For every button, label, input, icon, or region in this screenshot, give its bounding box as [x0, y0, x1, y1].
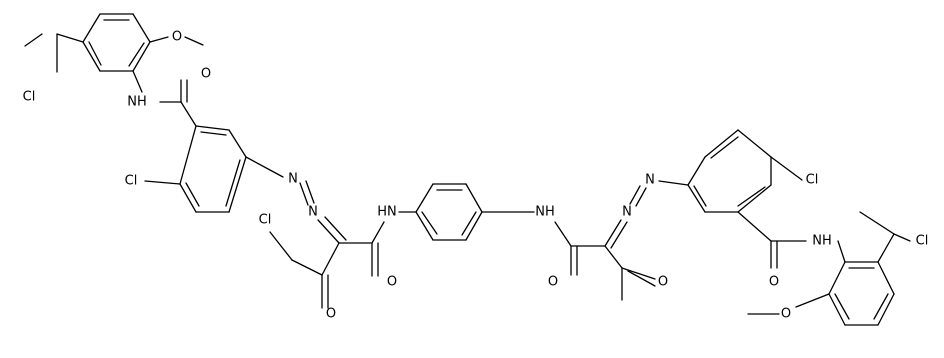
- methoxy-top: [149, 36, 204, 46]
- central-phenylene-ring: [398, 183, 535, 241]
- chloroethyl-right: [859, 211, 911, 263]
- atom-o-keto-left: O: [326, 307, 336, 322]
- azo-right: [604, 180, 689, 249]
- left-central-chain: [269, 221, 385, 309]
- atom-n-azo-left-2: N: [308, 205, 318, 220]
- atom-o-methoxy-top: O: [172, 30, 182, 45]
- atom-n-azo-right-2: N: [645, 173, 655, 188]
- atom-cl-ring-right: Cl: [806, 173, 819, 188]
- amide-right: [737, 211, 846, 269]
- chloroethyl-left: [24, 33, 84, 73]
- right-central-chain: [554, 221, 656, 301]
- atom-o-amide-right: O: [769, 275, 779, 290]
- atom-nh-amide-left: NH: [127, 95, 147, 110]
- atom-n-azo-right-1: N: [622, 205, 632, 220]
- atom-cl-bottom-right: Cl: [916, 234, 929, 249]
- atom-o-amide-mid-left: O: [387, 275, 397, 290]
- atom-o-keto-right: O: [658, 275, 668, 290]
- chloro-left: [144, 180, 181, 185]
- atom-cl-ring-left: Cl: [125, 174, 138, 189]
- left-terminal-ring: [82, 13, 151, 72]
- atom-hn-mid-left: HN: [377, 205, 397, 220]
- methoxy-bottom: [747, 293, 830, 315]
- atom-nh-mid-right: NH: [535, 205, 555, 220]
- atom-cl-top-left: Cl: [23, 90, 36, 105]
- atom-cl-chain: Cl: [259, 213, 272, 228]
- left-chlorobenzene-ring: [179, 125, 247, 213]
- atom-o-amide-mid-right: O: [548, 275, 558, 290]
- atom-nh-amide-right: NH: [812, 234, 832, 249]
- atom-o-methoxy-bottom: O: [781, 307, 791, 322]
- right-chlorobenzene-ring: [687, 129, 772, 213]
- atom-o-amide-left: O: [201, 67, 211, 82]
- atom-n-azo-left-1: N: [288, 172, 298, 187]
- amide-left: [132, 70, 197, 127]
- chloro-right: [770, 156, 803, 181]
- azo-left: [245, 156, 347, 244]
- right-terminal-ring: [828, 261, 895, 326]
